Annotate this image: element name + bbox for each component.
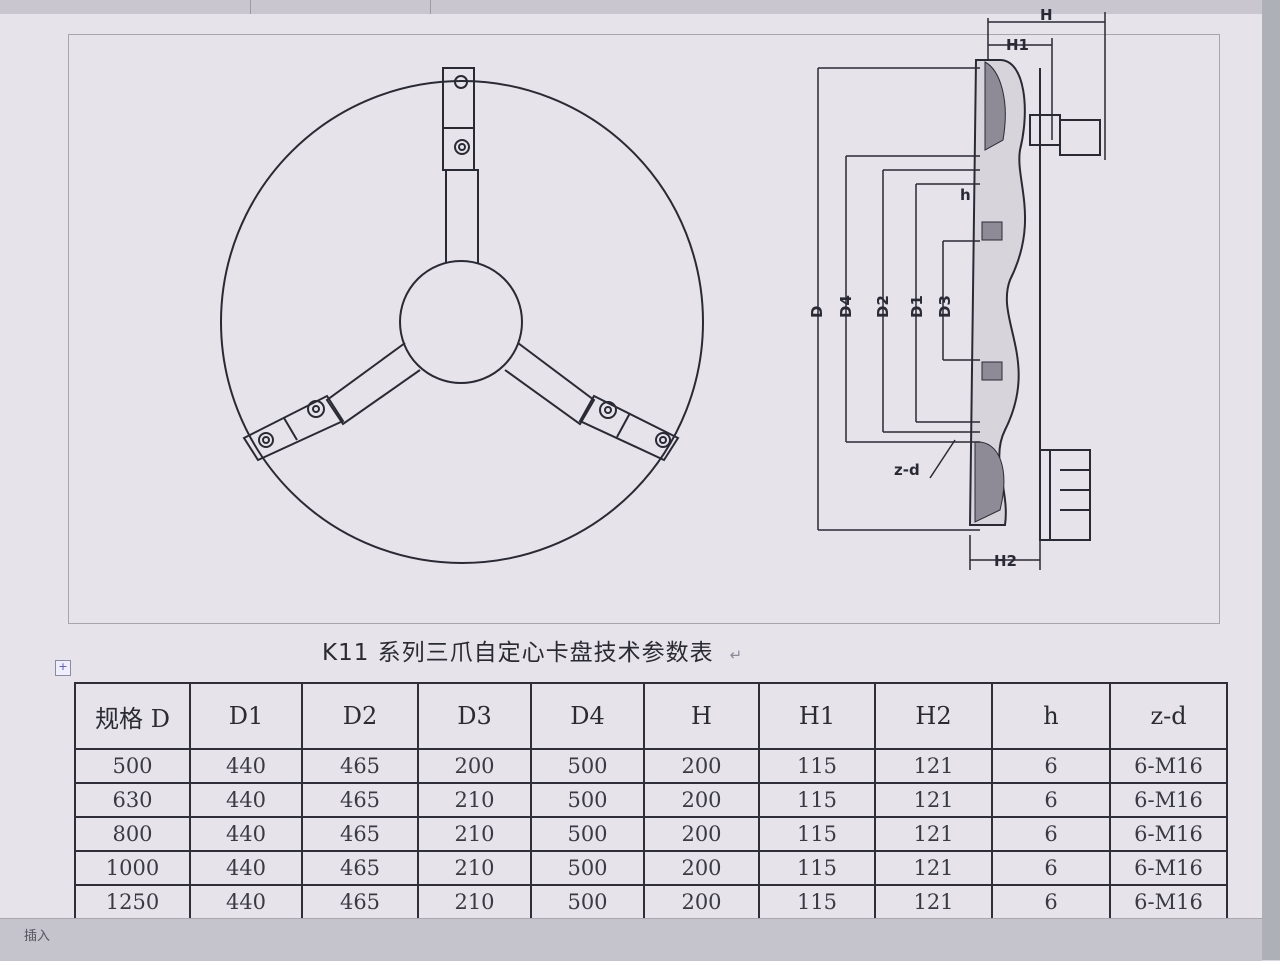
table-cell: 6 xyxy=(991,748,1111,784)
table-cell: 440 xyxy=(189,850,303,886)
table-header-cell: D1 xyxy=(189,682,303,750)
table-cell: 121 xyxy=(874,748,993,784)
label-z-d: z-d xyxy=(894,461,920,479)
table-header-cell: h xyxy=(991,682,1111,750)
table-cell: 121 xyxy=(874,850,993,886)
table-cell: 200 xyxy=(643,884,760,920)
paragraph-mark-icon: ↵ xyxy=(729,646,744,664)
label-h: h xyxy=(960,186,971,204)
jaw-right xyxy=(578,394,680,462)
table-cell: 500 xyxy=(530,782,645,818)
table-cell: 440 xyxy=(189,816,303,852)
label-D: D xyxy=(808,306,826,318)
table-move-handle-icon[interactable]: + xyxy=(55,660,71,676)
table-cell: 200 xyxy=(643,748,760,784)
figure-frame xyxy=(68,34,1220,624)
table-header-cell: H2 xyxy=(874,682,993,750)
table-cell: 210 xyxy=(417,816,532,852)
table-header-cell: z-d xyxy=(1109,682,1228,750)
label-H2: H2 xyxy=(994,552,1017,570)
table-cell: 1250 xyxy=(74,884,191,920)
table-cell: 6-M16 xyxy=(1109,748,1228,784)
table-cell: 630 xyxy=(74,782,191,818)
table-cell: 1000 xyxy=(74,850,191,886)
jaw-left xyxy=(242,394,345,462)
table-cell: 121 xyxy=(874,816,993,852)
table-cell: 465 xyxy=(301,782,419,818)
label-D3: D3 xyxy=(936,295,954,318)
table-cell: 500 xyxy=(530,850,645,886)
table-cell: 210 xyxy=(417,884,532,920)
table-cell: 200 xyxy=(417,748,532,784)
table-cell: 440 xyxy=(189,782,303,818)
label-H1: H1 xyxy=(1006,36,1029,54)
table-cell: 200 xyxy=(643,782,760,818)
table-header-cell: H1 xyxy=(758,682,876,750)
dimension-labels: H H1 H2 h z-d D D4 D2 D1 D3 xyxy=(808,6,1053,570)
table-header-cell: D4 xyxy=(530,682,645,750)
chuck-body-outline xyxy=(220,80,704,564)
label-D1: D1 xyxy=(908,295,926,318)
table-cell: 6-M16 xyxy=(1109,884,1228,920)
table-cell: 440 xyxy=(189,748,303,784)
table-cell: 465 xyxy=(301,884,419,920)
table-cell: 115 xyxy=(758,782,876,818)
tab-strip-segment xyxy=(0,0,251,14)
table-cell: 115 xyxy=(758,748,876,784)
table-header-cell: 规格 D xyxy=(74,682,191,750)
table-cell: 6 xyxy=(991,816,1111,852)
label-D2: D2 xyxy=(874,295,892,318)
jaw-arm-right xyxy=(504,342,596,426)
table-cell: 465 xyxy=(301,850,419,886)
table-cell: 6 xyxy=(991,782,1111,818)
input-mode-indicator[interactable]: 插入 xyxy=(24,929,51,944)
table-cell: 800 xyxy=(74,816,191,852)
jaw-top xyxy=(442,67,475,171)
table-cell: 200 xyxy=(643,850,760,886)
table-cell: 500 xyxy=(530,748,645,784)
table-header-cell: H xyxy=(643,682,760,750)
table-caption: K11 系列三爪自定心卡盘技术参数表 ↵ xyxy=(322,633,842,667)
status-bar: 插入 xyxy=(0,918,1262,961)
side-section-view xyxy=(968,59,1101,541)
table-cell: 500 xyxy=(530,884,645,920)
label-D4: D4 xyxy=(837,295,855,318)
table-cell: 210 xyxy=(417,782,532,818)
table-cell: 121 xyxy=(874,884,993,920)
table-cell: 465 xyxy=(301,816,419,852)
tab-strip-segment xyxy=(250,0,431,14)
table-cell: 115 xyxy=(758,884,876,920)
dimension-lines xyxy=(817,12,1106,570)
jaw-arm-left xyxy=(325,342,421,426)
table-cell: 200 xyxy=(643,816,760,852)
table-cell: 115 xyxy=(758,816,876,852)
table-cell: 500 xyxy=(530,816,645,852)
table-cell: 6 xyxy=(991,850,1111,886)
label-H: H xyxy=(1040,6,1053,24)
table-cell: 6 xyxy=(991,884,1111,920)
table-header-cell: D2 xyxy=(301,682,419,750)
table-cell: 465 xyxy=(301,748,419,784)
table-cell: 6-M16 xyxy=(1109,782,1228,818)
jaw-arm-top xyxy=(445,169,479,263)
table-cell: 6-M16 xyxy=(1109,850,1228,886)
center-bore xyxy=(399,260,523,384)
caption-text: K11 系列三爪自定心卡盘技术参数表 xyxy=(322,640,714,666)
table-cell: 210 xyxy=(417,850,532,886)
table-cell: 121 xyxy=(874,782,993,818)
table-cell: 440 xyxy=(189,884,303,920)
table-cell: 6-M16 xyxy=(1109,816,1228,852)
vertical-scrollbar[interactable] xyxy=(1262,0,1280,960)
table-cell: 500 xyxy=(74,748,191,784)
table-header-cell: D3 xyxy=(417,682,532,750)
table-cell: 115 xyxy=(758,850,876,886)
